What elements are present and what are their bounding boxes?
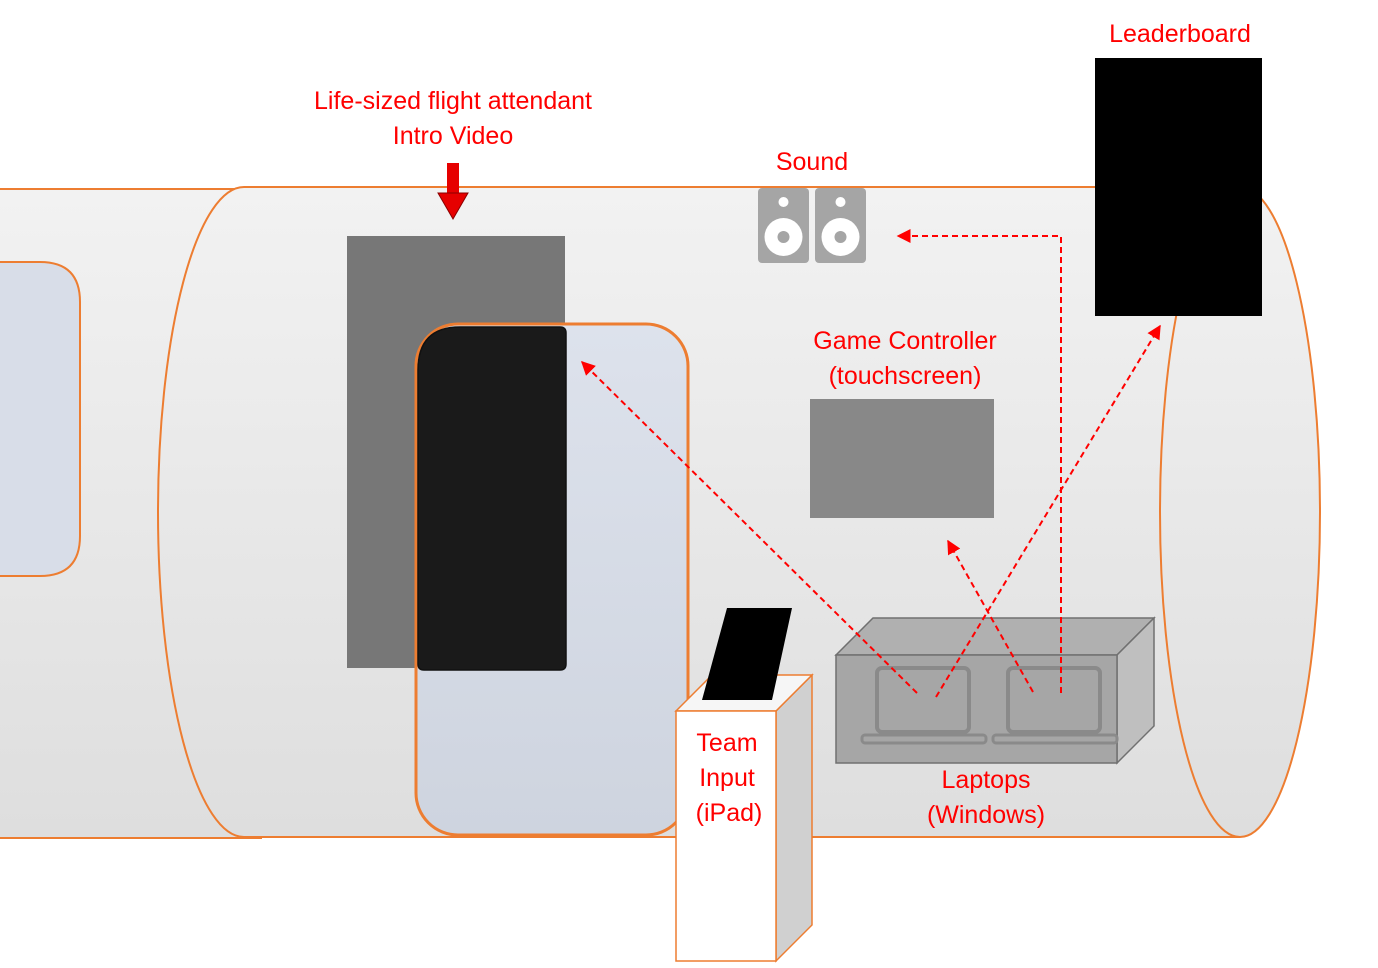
laptops-label-line1: Laptops [942, 766, 1031, 794]
arrow-laptop-to-video [581, 361, 918, 694]
game-controller-label-line2: (touchscreen) [829, 362, 982, 390]
flight-attendant-label-line1: Life-sized flight attendant [314, 87, 592, 115]
laptops-label-line2: (Windows) [927, 801, 1045, 829]
team-input-label-line2: Input [699, 764, 755, 792]
speaker-icon [758, 188, 809, 263]
arrow-laptop-to-leaderboard [935, 324, 1161, 698]
ipad-tablet [702, 608, 792, 700]
ipad-stand [674, 673, 814, 963]
laptop-cabinet [834, 616, 1156, 765]
laptop-icon [991, 666, 1119, 745]
down-arrow-icon [437, 163, 469, 221]
game-controller-touchscreen [810, 399, 994, 518]
leaderboard-label: Leaderboard [1109, 20, 1251, 48]
laptop-icon [860, 666, 988, 745]
arrow-laptop-to-controller [947, 539, 1034, 693]
flight-attendant-figure [417, 326, 567, 671]
arrow-laptop-to-sound [896, 229, 1062, 693]
game-controller-label-line1: Game Controller [813, 327, 996, 355]
team-input-label-line3: (iPad) [696, 799, 763, 827]
flight-attendant-label-line2: Intro Video [393, 122, 513, 150]
connection-arrows [581, 229, 1161, 698]
team-input-label-line1: Team [696, 729, 757, 757]
speaker-icon [815, 188, 866, 263]
left-door-panel [0, 261, 81, 577]
leaderboard-screen [1095, 58, 1262, 316]
sound-label: Sound [776, 148, 848, 176]
